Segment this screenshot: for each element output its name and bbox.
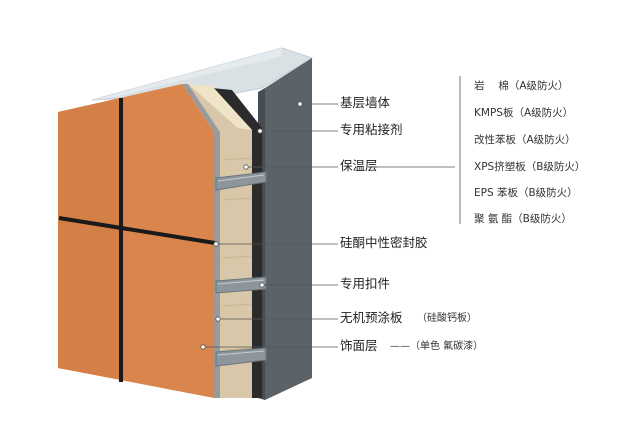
label-insulation: 保温层 — [340, 158, 378, 173]
tile-shading — [58, 97, 124, 380]
label-panel: 无机预涂板 — [340, 310, 403, 325]
insulation-option: 聚 氨 酯（B级防火） — [474, 213, 572, 225]
label-base-wall: 基层墙体 — [340, 95, 391, 110]
label-fastener: 专用扣件 — [340, 276, 391, 291]
label-adhesive: 专用粘接剂 — [340, 122, 403, 137]
tile-joints — [58, 98, 216, 382]
label-finish: 饰面层 — [340, 338, 378, 353]
clip-highlights — [217, 174, 265, 356]
base-wall-backplane — [92, 48, 282, 100]
insulation-option: 岩 棉（A级防火） — [474, 80, 569, 92]
insulation-top — [188, 84, 252, 130]
label-panel-note: （硅酸钙板） — [417, 313, 477, 324]
label-sealant: 硅酮中性密封胶 — [340, 235, 428, 250]
insulation-option: EPS 苯板（B级防火） — [474, 187, 578, 199]
label-finish-note: ——（单色 氟碳漆） — [390, 341, 484, 352]
insulation-option: XPS挤塑板（B级防火） — [474, 161, 586, 173]
insulation-option: 改性苯板（A级防火） — [474, 134, 576, 146]
base-wall-front — [265, 58, 312, 400]
insulation-texture — [221, 157, 253, 351]
leader-lines — [203, 76, 461, 348]
leader-dots — [200, 101, 303, 350]
insulation-option: KMPS板（A级防火） — [474, 107, 574, 119]
panel-edge — [182, 84, 220, 398]
